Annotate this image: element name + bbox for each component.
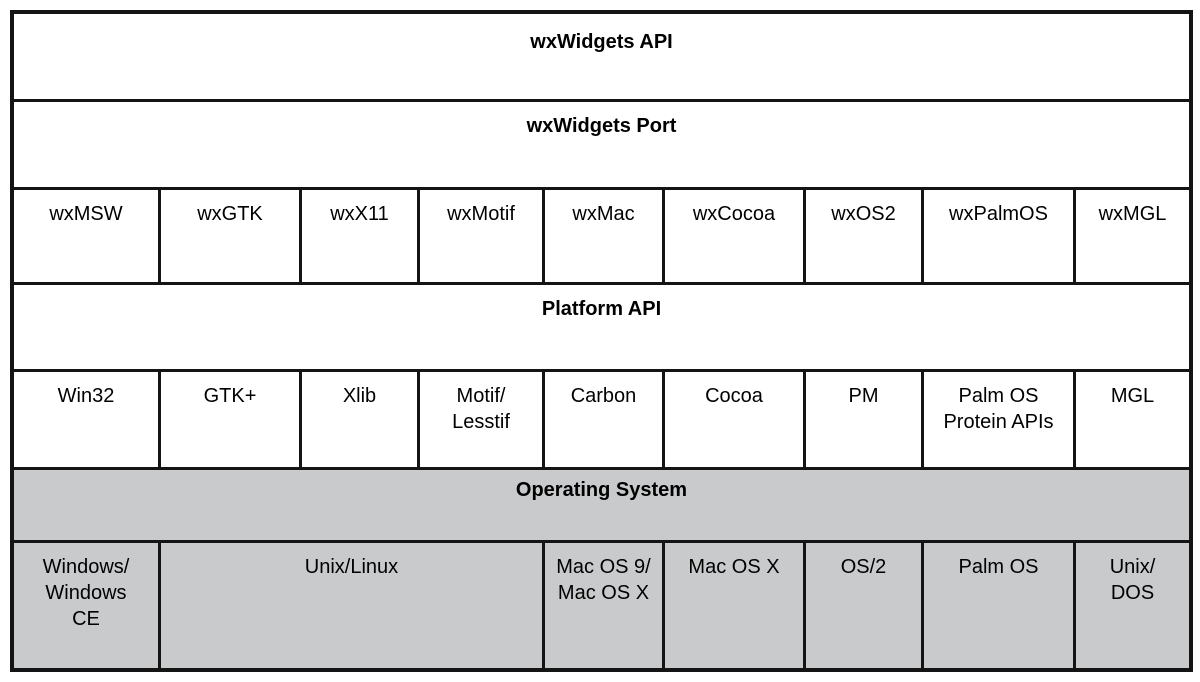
layer-operating-system: Operating System	[14, 470, 1189, 543]
os-cell-unix-dos: Unix/ DOS	[1076, 543, 1189, 668]
port-cell-wxmgl: wxMGL	[1076, 190, 1189, 285]
architecture-layers-table: wxWidgets API wxWidgets Port wxMSW wxGTK…	[10, 10, 1193, 672]
layer-wxwidgets-port: wxWidgets Port	[14, 102, 1189, 190]
platform-cell-xlib: Xlib	[302, 372, 420, 470]
os-cell-palmos: Palm OS	[924, 543, 1076, 668]
port-cell-wxmsw: wxMSW	[14, 190, 161, 285]
platform-cell-win32: Win32	[14, 372, 161, 470]
os-cell-macosx: Mac OS X	[665, 543, 806, 668]
platform-cell-gtk: GTK+	[161, 372, 302, 470]
platform-cell-pm: PM	[806, 372, 924, 470]
port-cell-wxos2: wxOS2	[806, 190, 924, 285]
layer-platform-api: Platform API	[14, 285, 1189, 372]
os-cell-os2: OS/2	[806, 543, 924, 668]
os-cell-macos9-macosx: Mac OS 9/ Mac OS X	[545, 543, 665, 668]
os-cell-windows: Windows/ Windows CE	[14, 543, 161, 668]
os-cell-unix-linux: Unix/Linux	[161, 543, 545, 668]
platform-cell-carbon: Carbon	[545, 372, 665, 470]
port-cell-wxmac: wxMac	[545, 190, 665, 285]
port-cell-wxmotif: wxMotif	[420, 190, 545, 285]
platform-cell-palmos-protein-apis: Palm OS Protein APIs	[924, 372, 1076, 470]
platform-cell-mgl: MGL	[1076, 372, 1189, 470]
port-cell-wxpalmos: wxPalmOS	[924, 190, 1076, 285]
platform-cell-motif-lesstif: Motif/ Lesstif	[420, 372, 545, 470]
port-cell-wxcocoa: wxCocoa	[665, 190, 806, 285]
platform-cell-cocoa: Cocoa	[665, 372, 806, 470]
port-cell-wxx11: wxX11	[302, 190, 420, 285]
layer-wxwidgets-api: wxWidgets API	[14, 14, 1189, 102]
port-cell-wxgtk: wxGTK	[161, 190, 302, 285]
